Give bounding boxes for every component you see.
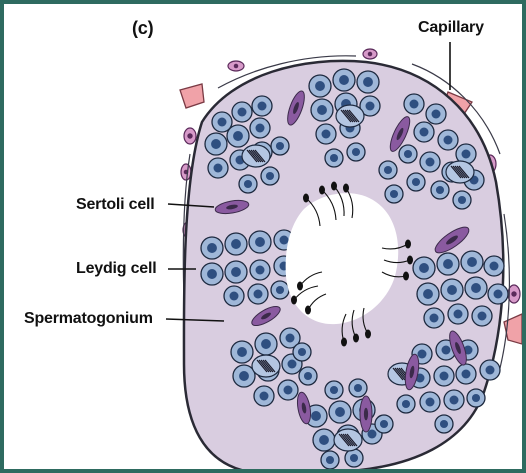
germ-cell — [311, 99, 333, 121]
germ-cell — [205, 133, 227, 155]
germ-cell — [347, 143, 365, 161]
seminiferous-tubule-diagram — [4, 4, 522, 469]
germ-cell — [434, 366, 454, 386]
germ-cell — [441, 279, 463, 301]
germ-cell — [357, 71, 379, 93]
germ-cell — [329, 401, 351, 423]
germ-cell — [435, 415, 453, 433]
germ-cell — [345, 449, 363, 467]
dividing-cell — [334, 429, 362, 451]
germ-cell — [313, 429, 335, 451]
germ-cell — [255, 333, 277, 355]
dividing-cell — [446, 161, 474, 183]
germ-cell — [349, 379, 367, 397]
germ-cell — [456, 364, 476, 384]
germ-cell — [250, 118, 270, 138]
leydig-cell — [184, 128, 196, 144]
germ-cell — [249, 231, 271, 253]
germ-cell — [239, 175, 257, 193]
germ-cell — [417, 283, 439, 305]
germ-cell — [232, 102, 252, 122]
germ-cell — [316, 124, 336, 144]
germ-cell — [399, 145, 417, 163]
panel-letter: (c) — [132, 18, 153, 39]
germ-cell — [465, 277, 487, 299]
germ-cell — [426, 104, 446, 124]
germ-cell — [404, 94, 424, 114]
germ-cell — [379, 161, 397, 179]
germ-cell — [278, 380, 298, 400]
germ-cell — [431, 181, 449, 199]
germ-cell — [453, 191, 471, 209]
germ-cell — [461, 251, 483, 273]
germ-cell — [321, 451, 339, 469]
germ-cell — [424, 308, 444, 328]
germ-cell — [252, 96, 272, 116]
germ-cell — [375, 415, 393, 433]
germ-cell — [325, 149, 343, 167]
spermatogonium-label: Spermatogonium — [24, 310, 153, 328]
germ-cell — [448, 304, 468, 324]
germ-cell — [488, 284, 508, 304]
germ-cell — [472, 306, 492, 326]
germ-cell — [438, 130, 458, 150]
germ-cell — [227, 125, 249, 147]
germ-cell — [225, 233, 247, 255]
germ-cell — [467, 389, 485, 407]
germ-cell — [333, 69, 355, 91]
germ-cell — [444, 390, 464, 410]
germ-cell — [413, 257, 435, 279]
germ-cell — [224, 286, 244, 306]
germ-cell — [325, 381, 343, 399]
germ-cell — [201, 263, 223, 285]
dividing-cell — [252, 355, 280, 377]
germ-cell — [254, 386, 274, 406]
dividing-cell — [242, 145, 270, 167]
germ-cell — [225, 261, 247, 283]
germ-cell — [208, 158, 228, 178]
leydig-cell-label: Leydig cell — [76, 260, 157, 278]
germ-cell — [309, 75, 331, 97]
leydig-cell — [228, 61, 244, 71]
sertoli-cell-label: Sertoli cell — [76, 196, 155, 214]
leydig-cell — [363, 49, 377, 59]
germ-cell — [261, 167, 279, 185]
sertoli-cell — [360, 396, 372, 432]
germ-cell — [437, 253, 459, 275]
capillary — [180, 84, 204, 108]
germ-cell — [293, 343, 311, 361]
germ-cell — [480, 360, 500, 380]
capillary-label: Capillary — [418, 19, 484, 37]
germ-cell — [414, 122, 434, 142]
germ-cell — [271, 281, 289, 299]
germ-cell — [420, 152, 440, 172]
germ-cell — [484, 256, 504, 276]
germ-cell — [299, 367, 317, 385]
dividing-cell — [336, 105, 364, 127]
germ-cell — [420, 392, 440, 412]
germ-cell — [271, 137, 289, 155]
germ-cell — [397, 395, 415, 413]
germ-cell — [250, 260, 270, 280]
germ-cell — [201, 237, 223, 259]
germ-cell — [231, 341, 253, 363]
germ-cell — [248, 284, 268, 304]
germ-cell — [407, 173, 425, 191]
germ-cell — [385, 185, 403, 203]
